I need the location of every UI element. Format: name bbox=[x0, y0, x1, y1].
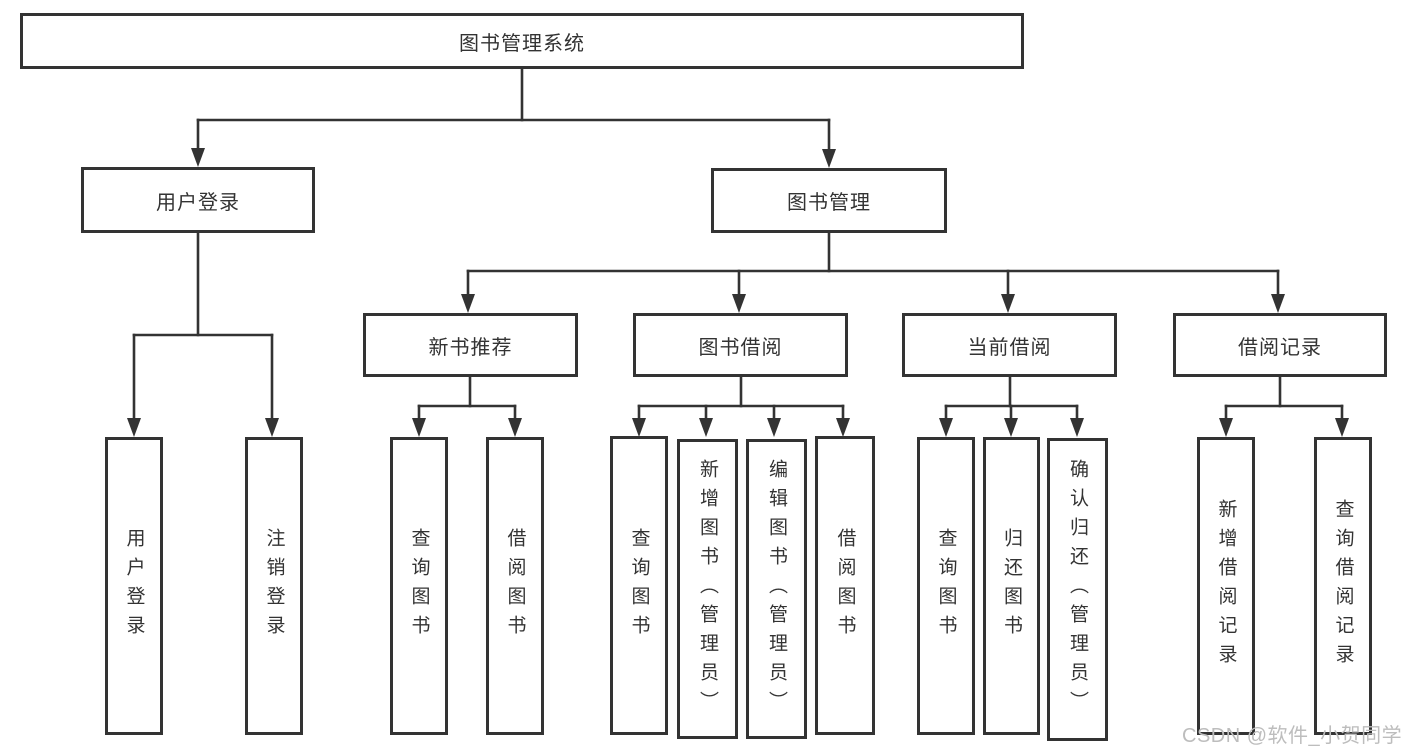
leaf-return-books: 归还图书 bbox=[983, 437, 1040, 735]
leaf-query-books-1: 查询图书 bbox=[390, 437, 448, 735]
node-borrowing-records-label: 借阅记录 bbox=[1238, 336, 1322, 359]
leaf-add-books-admin-label: 新增图书（管理员） bbox=[697, 458, 718, 720]
leaf-borrow-books-2: 借阅图书 bbox=[815, 436, 875, 735]
node-user-login: 用户登录 bbox=[81, 167, 315, 233]
leaf-query-books-3: 查询图书 bbox=[917, 437, 975, 735]
node-root-system: 图书管理系统 bbox=[20, 13, 1024, 69]
leaf-add-books-admin: 新增图书（管理员） bbox=[677, 439, 738, 739]
leaf-borrow-books-1-label: 借阅图书 bbox=[504, 528, 526, 644]
csdn-watermark: CSDN @软件_小贺同学 bbox=[1182, 725, 1403, 747]
leaf-return-books-label: 归还图书 bbox=[1001, 528, 1022, 644]
leaf-logout: 注销登录 bbox=[245, 437, 303, 735]
node-book-borrowing: 图书借阅 bbox=[633, 313, 848, 377]
leaf-query-books-3-label: 查询图书 bbox=[935, 528, 957, 644]
node-book-management-label: 图书管理 bbox=[787, 192, 871, 214]
node-borrowing-records: 借阅记录 bbox=[1173, 313, 1387, 377]
leaf-logout-label: 注销登录 bbox=[263, 528, 285, 644]
leaf-add-borrow-record-label: 新增借阅记录 bbox=[1215, 499, 1237, 673]
node-root-label: 图书管理系统 bbox=[459, 32, 585, 55]
leaf-query-books-1-label: 查询图书 bbox=[408, 528, 430, 644]
leaf-add-borrow-record: 新增借阅记录 bbox=[1197, 437, 1255, 735]
leaf-user-login-label: 用户登录 bbox=[123, 528, 145, 644]
leaf-confirm-return-admin-label: 确认归还（管理员） bbox=[1067, 459, 1088, 720]
node-user-login-label: 用户登录 bbox=[156, 191, 240, 214]
leaf-borrow-books-2-label: 借阅图书 bbox=[834, 527, 856, 644]
leaf-query-books-2-label: 查询图书 bbox=[628, 527, 650, 644]
leaf-query-books-2: 查询图书 bbox=[610, 436, 668, 735]
leaf-user-login: 用户登录 bbox=[105, 437, 163, 735]
leaf-query-borrow-record-label: 查询借阅记录 bbox=[1332, 499, 1354, 673]
node-current-borrowing: 当前借阅 bbox=[902, 313, 1117, 377]
node-new-book-recommend: 新书推荐 bbox=[363, 313, 578, 377]
leaf-confirm-return-admin: 确认归还（管理员） bbox=[1047, 438, 1108, 741]
node-book-borrowing-label: 图书借阅 bbox=[698, 336, 783, 359]
node-current-borrowing-label: 当前借阅 bbox=[967, 336, 1052, 359]
leaf-edit-books-admin-label: 编辑图书（管理员） bbox=[766, 458, 787, 720]
node-new-book-recommend-label: 新书推荐 bbox=[428, 336, 513, 359]
node-book-management: 图书管理 bbox=[711, 168, 947, 233]
leaf-query-borrow-record: 查询借阅记录 bbox=[1314, 437, 1372, 735]
leaf-borrow-books-1: 借阅图书 bbox=[486, 437, 544, 735]
leaf-edit-books-admin: 编辑图书（管理员） bbox=[746, 439, 807, 739]
